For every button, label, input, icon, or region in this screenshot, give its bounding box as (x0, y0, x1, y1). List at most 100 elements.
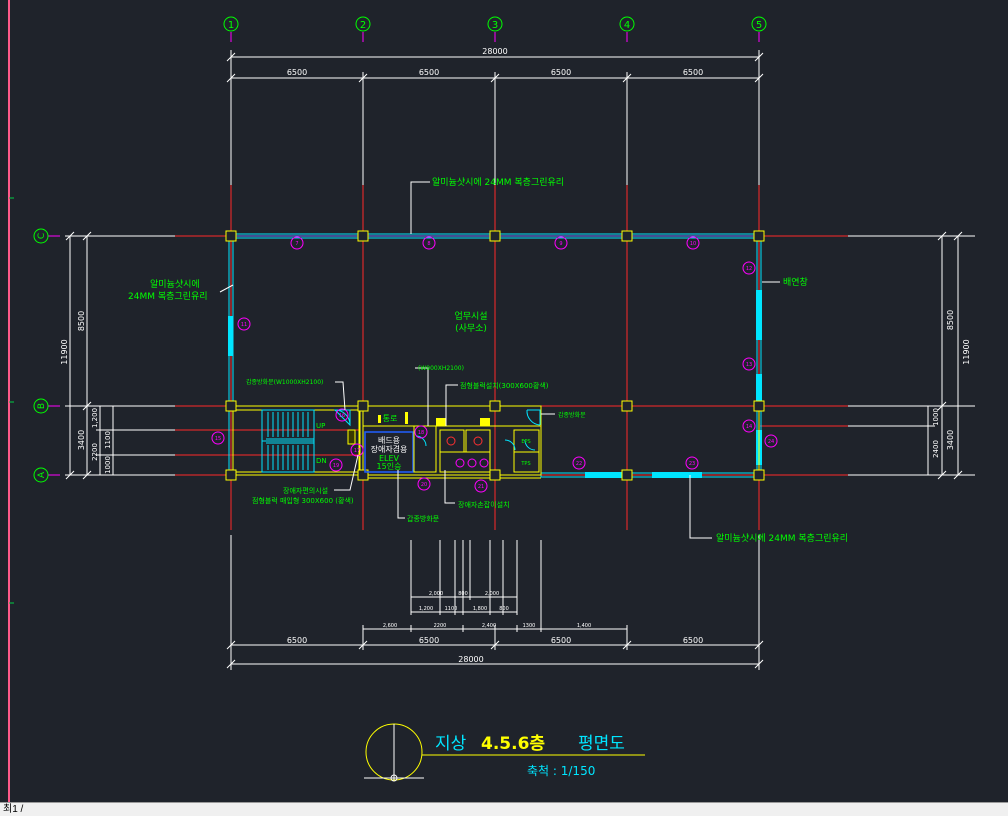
top-dimension-texts: 28000 6500 6500 6500 6500 (287, 47, 703, 77)
column-tag-label: 17 (354, 448, 360, 454)
grid-bubble-label: 3 (492, 20, 498, 31)
column-tag-label: 12 (746, 266, 752, 272)
core-room-labels: 통로 배드용 장애자겸용 ELEV 15인승 EPS TPS (371, 414, 531, 471)
title-suffix: 평면도 (578, 734, 625, 754)
grid-bubble-row: A (33, 467, 49, 483)
column-tag-label: 16 (339, 413, 345, 419)
structural-columns (225, 230, 765, 481)
office-label: 업무시설 (454, 311, 487, 322)
bay-width-text: 6500 (551, 636, 571, 645)
grid-bubble-label: 2 (360, 20, 366, 31)
top-dimensions (226, 50, 764, 185)
small-dim-text: 1100 (445, 606, 458, 612)
column-tag-label: 18 (418, 430, 424, 436)
total-height-text: 11900 (60, 339, 69, 364)
column (753, 400, 765, 412)
eps-label: EPS (521, 439, 530, 445)
grid-bubble-label: 1 (228, 20, 234, 31)
column-tag: 10 (686, 236, 700, 250)
column-tag-label: 20 (421, 482, 427, 488)
column (357, 469, 369, 481)
door-spec-label: (W900XH2100) (418, 365, 464, 372)
small-height-text: 2400 (932, 440, 940, 458)
annotation-labels: 알미늄샷시에 24MM 복층그린유리 알미늄샷시에 24MM 복층그린유리 배연… (128, 176, 848, 544)
bottom-dimensions (226, 535, 764, 670)
bottom-small-dimension-texts: 2,000 800 2,000 1,200 1100 1,800 800 2,6… (383, 591, 591, 629)
grid-bubble-label: 4 (624, 20, 630, 31)
fire-door-right-label: 갑종방화문 (558, 411, 586, 419)
column (621, 469, 633, 481)
column (225, 469, 237, 481)
disabled-conv-label: 장애자편의시설 (283, 486, 328, 495)
column-tag-label: 7 (295, 241, 298, 247)
column-tag: 12 (742, 261, 756, 275)
lower-height-text: 3400 (946, 430, 955, 450)
column-tag: 9 (554, 236, 568, 250)
grid-bubble-label: 5 (756, 20, 762, 31)
overall-width-text: 28000 (482, 47, 507, 56)
column-tag: 14 (742, 419, 756, 433)
column (621, 400, 633, 412)
bay-width-text: 6500 (287, 636, 307, 645)
small-dim-text: 2,600 (383, 623, 397, 629)
layout-tab-label[interactable]: 최1 / (3, 804, 24, 815)
fire-door-left-label: 갑종방화문(W1000XH2100) (246, 378, 323, 386)
left-ticks (9, 197, 14, 604)
bay-width-text: 6500 (287, 68, 307, 77)
tactile-block-label: 점형블럭 매입형 300X600 (황색) (252, 496, 354, 505)
corridor-label: 통로 (383, 414, 398, 423)
small-dim-text: 800 (499, 606, 509, 612)
column (357, 400, 369, 412)
glass-left-label-1: 알미늄샷시에 (150, 278, 200, 290)
upper-height-text: 8500 (946, 310, 955, 330)
small-height-text: 1000 (104, 456, 112, 474)
bay-width-text: 6500 (419, 68, 439, 77)
column-tag: 22 (572, 456, 586, 470)
column-tag: 11 (237, 317, 251, 331)
grid-bubble-label: C (37, 233, 47, 239)
right-dimensions (848, 231, 975, 480)
column-tag: 18 (414, 425, 428, 439)
stair-up-label: UP (316, 422, 325, 430)
elevator-label: ELEV (379, 454, 400, 463)
column-tag-label: 11 (241, 322, 247, 328)
core-rooms (347, 412, 540, 473)
elevator-capacity-label: 15인승 (377, 461, 402, 471)
small-height-text: 1000 (932, 408, 940, 426)
small-dim-text: 2200 (434, 623, 447, 629)
column (489, 230, 501, 242)
north-symbol-dot (390, 774, 398, 782)
row-grid-bubbles: C B A (33, 228, 49, 483)
column-tag-label: 9 (559, 241, 562, 247)
grid-bubble-col: 2 (355, 16, 371, 32)
office-sub-label: (사무소) (455, 323, 487, 334)
column (489, 400, 501, 412)
small-dim-text: 1,200 (419, 606, 433, 612)
column-tag-label: 8 (427, 241, 430, 247)
left-dimensions (65, 231, 175, 480)
stair (261, 409, 315, 473)
column-tag-label: 21 (478, 484, 484, 490)
column-tag: 20 (417, 477, 431, 491)
column (753, 469, 765, 481)
grid-bubble-col: 1 (223, 16, 239, 32)
smoke-window-label: 배연창 (783, 277, 808, 288)
bay-width-text: 6500 (683, 68, 703, 77)
bay-width-text: 6500 (683, 636, 703, 645)
layout-tab-bar[interactable]: 최1 / (0, 802, 1008, 816)
glass-left-label-2: 24MM 복층그린유리 (128, 291, 208, 302)
bay-width-text: 6500 (419, 636, 439, 645)
title-prefix: 지상 (435, 734, 467, 754)
column-grid-bubbles: 1 2 3 4 5 (223, 16, 767, 32)
grid-bubble-col: 3 (487, 16, 503, 32)
grid-bubble-label: B (37, 403, 47, 409)
column-tag: 23 (685, 456, 699, 470)
column-tag: 17 (350, 443, 364, 457)
title-block: 지상 4.5.6층 평면도 축척 : 1/150 (364, 723, 645, 782)
door-swings (333, 409, 541, 451)
small-dim-text: 1,400 (577, 623, 591, 629)
lift-label: 장애자겸용 (371, 444, 408, 454)
grid-bubble-stubs (48, 32, 760, 476)
